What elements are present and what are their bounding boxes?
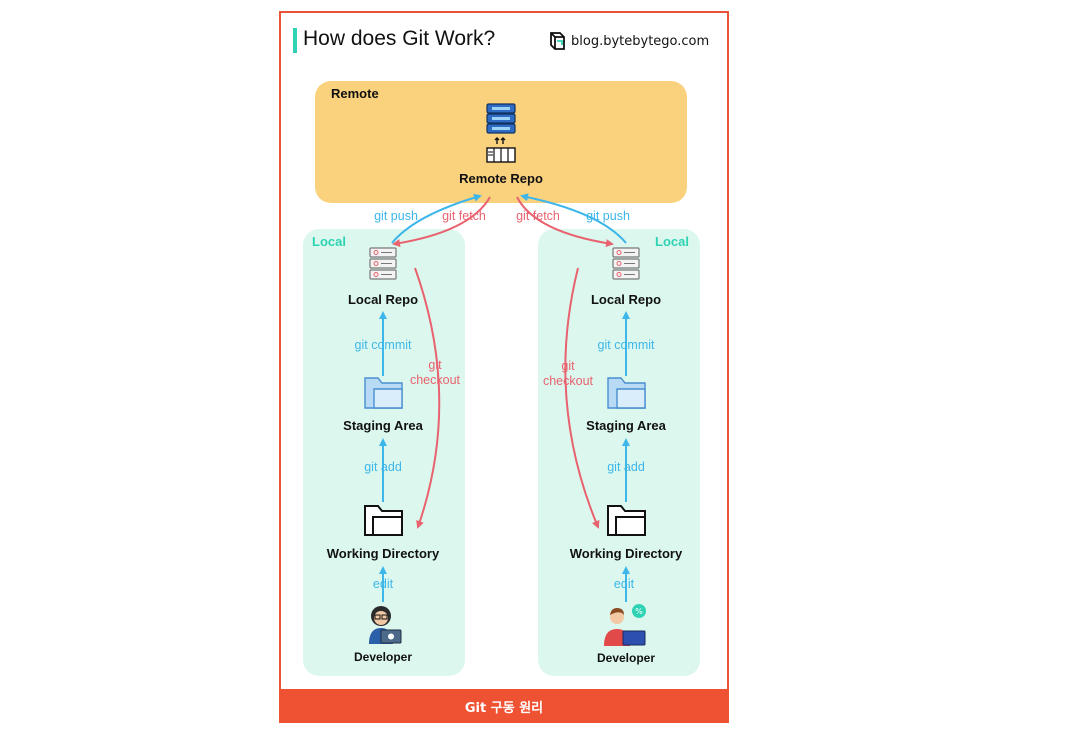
developer-label-left: Developer xyxy=(353,650,413,664)
git-commit-label-left: git commit xyxy=(354,338,412,352)
developer-woman-laptop-icon xyxy=(369,606,402,644)
brand: blog.bytebytego.com xyxy=(549,31,709,51)
git-checkout-label-right-line1: git xyxy=(561,359,575,373)
brand-text: blog.bytebytego.com xyxy=(571,33,710,49)
working-directory-label-left: Working Directory xyxy=(326,546,440,561)
local-repo-server-icon-right xyxy=(612,247,640,280)
edit-label-right: edit xyxy=(613,577,635,591)
edit-label-left: edit xyxy=(372,577,394,591)
remote-repo-label: Remote Repo xyxy=(459,171,543,186)
title-accent-bar xyxy=(293,28,297,53)
git-checkout-label-left-line1: git xyxy=(428,358,442,372)
git-checkout-label-right-line2: checkout xyxy=(542,374,594,388)
arrow-right-fetch xyxy=(516,196,614,248)
staging-area-label-left: Staging Area xyxy=(343,418,423,433)
git-fetch-label-right: git fetch xyxy=(516,209,560,223)
remote-zone xyxy=(315,81,687,203)
staging-area-label-right: Staging Area xyxy=(586,418,666,433)
diagram-title: How does Git Work? xyxy=(303,27,496,50)
local-repo-label-right: Local Repo xyxy=(590,292,662,307)
git-checkout-label-right: git checkout xyxy=(543,359,593,389)
git-add-label-right: git add xyxy=(607,460,645,474)
git-commit-label-right: git commit xyxy=(597,338,655,352)
remote-zone-label: Remote xyxy=(331,86,379,101)
staging-area-folder-icon-left xyxy=(364,377,403,409)
developer-man-laptop-icon: % xyxy=(604,604,646,646)
local-zone-right xyxy=(538,229,700,676)
arrow-left-push xyxy=(391,193,482,244)
local-repo-label-left: Local Repo xyxy=(347,292,419,307)
arrow-right-push xyxy=(520,193,627,244)
developer-label-right: Developer xyxy=(596,651,656,665)
working-directory-folder-icon-right xyxy=(607,505,646,536)
working-directory-folder-icon-left xyxy=(364,505,403,536)
arrow-left-fetch xyxy=(392,196,491,248)
footer-caption: Git 구동 원리 xyxy=(464,700,544,716)
server-rack-icon xyxy=(486,103,516,163)
working-directory-label-right: Working Directory xyxy=(569,546,683,561)
git-checkout-label-left: git checkout xyxy=(410,358,460,388)
git-add-label-left: git add xyxy=(364,460,402,474)
arrow-left-checkout xyxy=(414,267,441,529)
svg-text:%: % xyxy=(635,607,643,616)
local-repo-server-icon-left xyxy=(369,247,397,280)
local-zone-label-left: Local xyxy=(312,234,346,249)
footer-banner: Git 구동 원리 xyxy=(279,689,729,723)
local-zone-label-right: Local xyxy=(655,234,689,249)
git-checkout-label-left-line2: checkout xyxy=(409,373,461,387)
git-push-label-left: git push xyxy=(374,209,418,223)
bytebytego-logo-icon xyxy=(550,32,565,50)
arrow-right-checkout xyxy=(564,267,600,529)
git-fetch-label-left: git fetch xyxy=(442,209,486,223)
git-push-label-right: git push xyxy=(586,209,630,223)
staging-area-folder-icon-right xyxy=(607,377,646,409)
